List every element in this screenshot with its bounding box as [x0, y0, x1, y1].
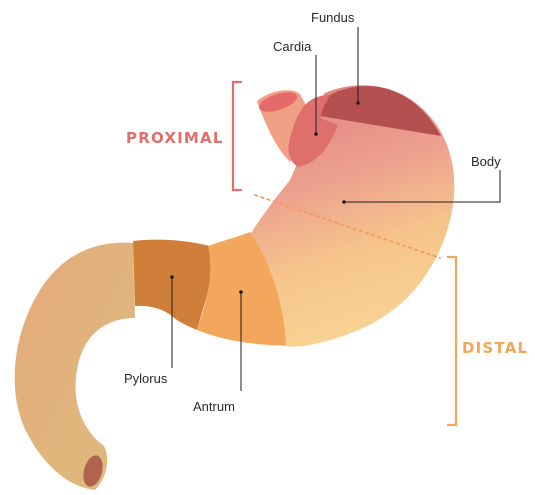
antrum-leader-dot: [239, 290, 243, 294]
distal-bracket: [447, 257, 456, 425]
cardia-label: Cardia: [273, 39, 312, 54]
duodenum-shape: [15, 243, 135, 490]
fundus-leader-dot: [356, 101, 360, 105]
pylorus-label: Pylorus: [124, 371, 168, 386]
fundus-label: Fundus: [311, 10, 355, 25]
cardia-leader-dot: [314, 132, 318, 136]
body-label: Body: [471, 154, 501, 169]
body-leader-dot: [342, 200, 346, 204]
proximal-bracket: [233, 82, 242, 190]
pylorus-leader-dot: [170, 275, 174, 279]
distal-region-label: DISTAL: [462, 339, 528, 357]
proximal-region-label: PROXIMAL: [126, 129, 224, 147]
antrum-label: Antrum: [193, 399, 235, 414]
